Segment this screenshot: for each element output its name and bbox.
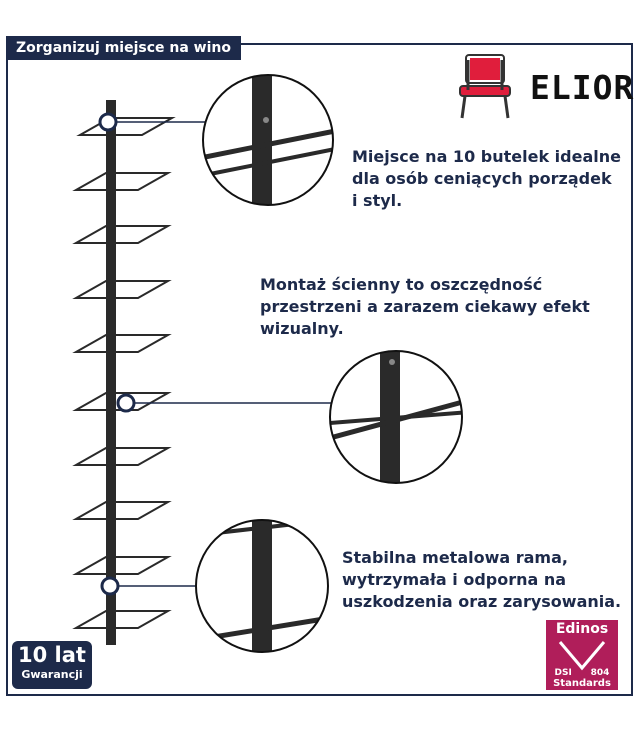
certificate-codes: DSI 804 [546,668,618,678]
content-frame [6,43,633,696]
page-title: Zorganizuj miejsce na wino [6,36,241,60]
detail-zoom-3 [195,519,329,653]
feature-text-1: Miejsce na 10 butelek idealne dla osób c… [352,147,621,210]
wine-rack [72,100,176,645]
warranty-years: 10 lat [18,643,86,667]
feature-text-3: Stabilna metalowa rama, wytrzymała i odp… [342,548,622,611]
detail-zoom-1 [202,74,334,206]
warranty-badge: 10 lat Gwarancji [12,641,92,689]
callout-dot-1 [98,112,118,132]
callout-dot-2 [116,393,136,413]
rack-shelf-1 [76,117,176,136]
checkmark-icon [558,641,606,671]
certificate-label: Standards [553,678,611,689]
rack-shelf-8 [72,501,172,520]
rack-shelf-3 [72,225,172,244]
rack-shelf-5 [72,334,172,353]
rack-shelf-10 [72,610,172,629]
rack-shelf-2 [72,172,172,191]
rack-shelf-4 [72,280,172,299]
certificate-code-right: 804 [590,668,610,678]
rack-shelf-6 [72,392,172,411]
certificate-name: Edinos [555,621,609,637]
brand-name: ELIOR [530,68,635,107]
feature-text-2: Montaż ścienny to oszczędność przestrzen… [260,275,590,338]
callout-dot-3 [100,576,120,596]
chair-icon [459,54,511,119]
rack-shelf-7 [72,447,172,466]
warranty-label: Gwarancji [21,668,83,681]
rack-shelf-9 [72,556,172,575]
detail-zoom-2 [329,350,463,484]
certificate-badge: Edinos DSI 804 Standards [546,620,618,690]
certificate-code-left: DSI [554,668,572,678]
